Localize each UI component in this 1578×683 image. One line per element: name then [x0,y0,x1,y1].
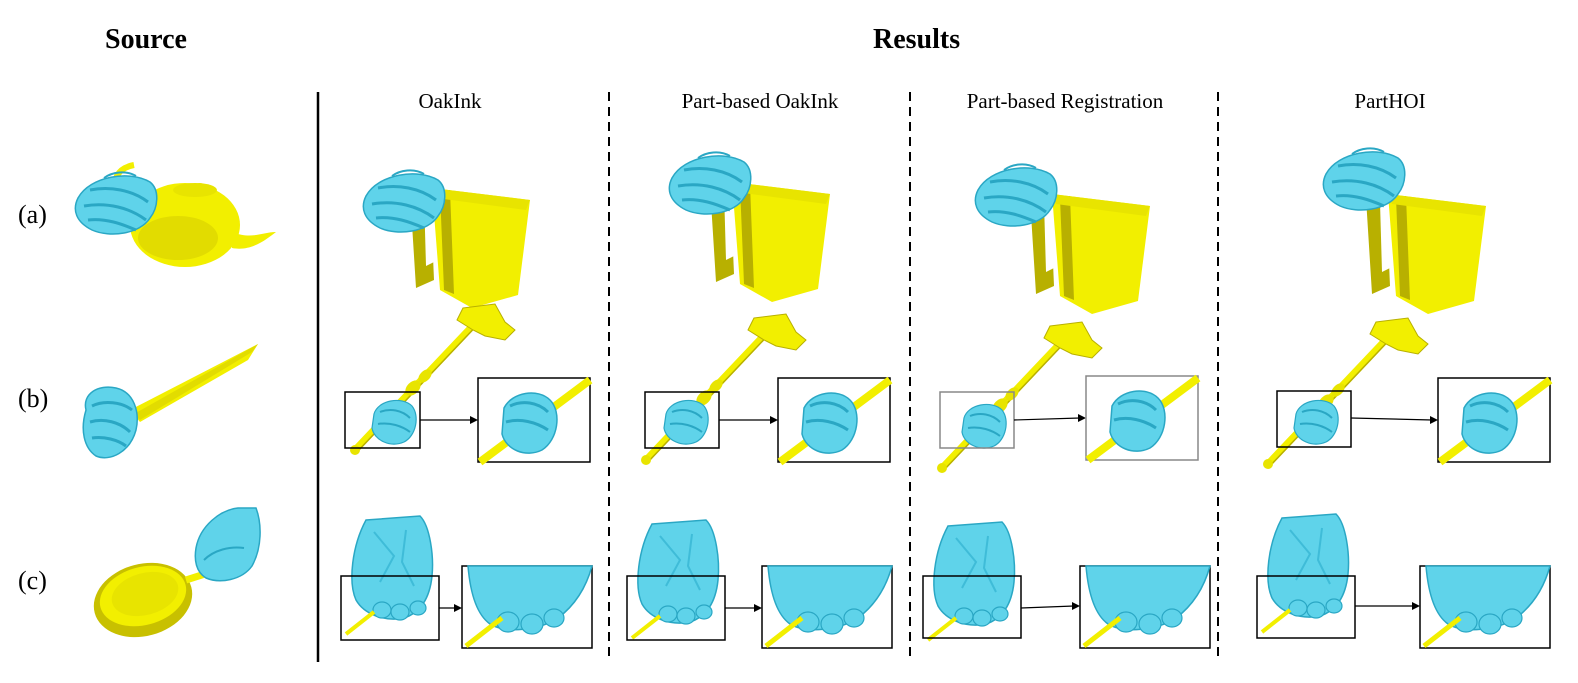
row-label-a: (a) [18,200,47,229]
result-part-based-registration-b [937,322,1198,473]
row-label-b: (b) [18,384,49,413]
result-part-based-registration-c [922,520,1210,649]
result-part-based-registration-a [973,162,1150,314]
result-part-based-oakink-a [667,150,830,302]
source-knife-image [82,344,258,459]
result-parthoi-c [1256,512,1550,649]
result-parthoi-a [1321,146,1486,314]
source-teapot-image [73,162,276,267]
result-oakink-c [340,514,592,649]
row-label-c: (c) [18,566,47,595]
result-oakink-a [361,168,530,308]
result-parthoi-b [1263,318,1550,469]
source-pan-image [93,507,261,638]
method-label-oakink: OakInk [418,89,482,113]
results-header: Results [873,24,961,55]
result-oakink-b [344,304,590,462]
method-label-part-based-registration: Part-based Registration [966,89,1164,113]
result-part-based-oakink-b [641,314,890,465]
method-label-part-based-oakink: Part-based OakInk [681,89,839,113]
source-header: Source [105,24,187,55]
method-label-parthoi: PartHOI [1354,89,1426,113]
result-part-based-oakink-c [626,518,892,649]
